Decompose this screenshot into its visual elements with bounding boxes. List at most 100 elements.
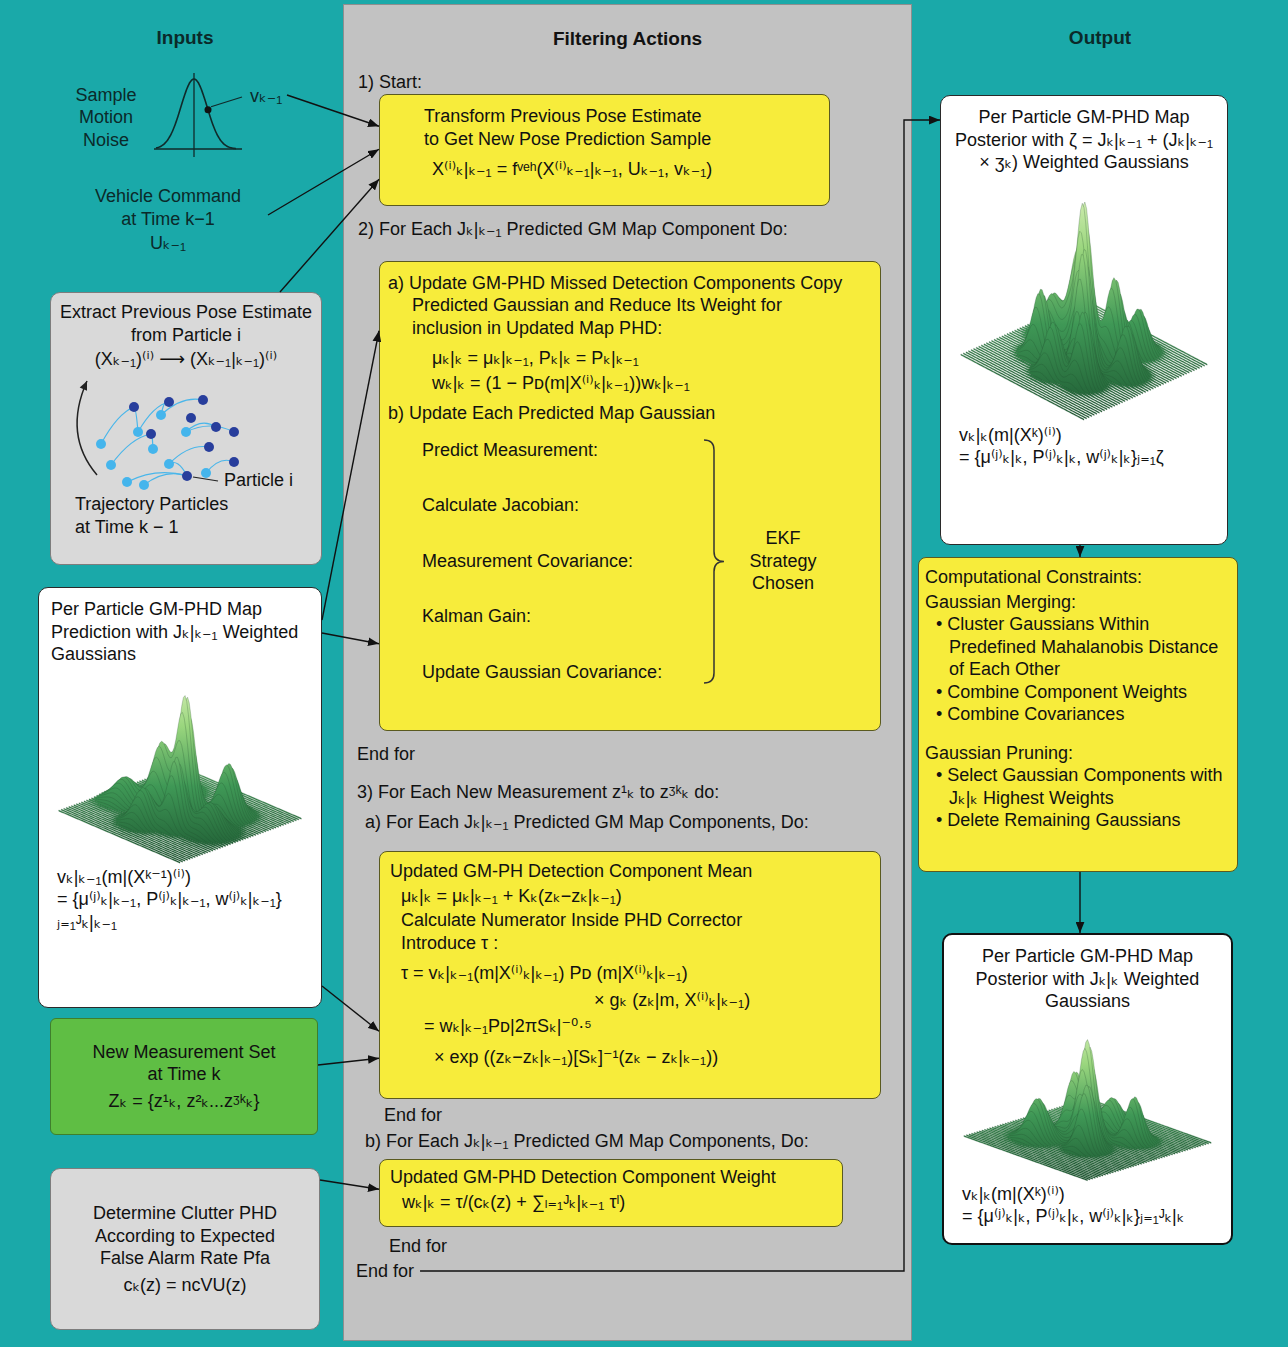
surface-strip xyxy=(976,347,1099,413)
sub-heading: Gaussian Merging: xyxy=(925,591,1231,614)
formula: wₖ|ₖ = (1 − Pᴅ(m|X⁽ⁱ⁾ₖ|ₖ₋₁))wₖ|ₖ₋₁ xyxy=(432,372,868,395)
sub-heading: Gaussian Pruning: xyxy=(925,742,1231,765)
connector-arrow xyxy=(322,986,379,1031)
formula: vₖ|ₖ(m|(Xᵏ)⁽ⁱ⁾) xyxy=(962,1183,1219,1206)
surface-strip xyxy=(984,1129,1108,1174)
loop-end: End for xyxy=(384,1104,442,1127)
step-item: Update Gaussian Covariance: xyxy=(422,661,702,684)
step-item: Calculate Jacobian: xyxy=(422,494,702,517)
particle-dot xyxy=(139,480,149,490)
surface-strip xyxy=(71,805,192,858)
arrow-head xyxy=(80,381,87,391)
trajectory-link xyxy=(111,434,151,465)
particle-dot xyxy=(204,442,214,452)
map-plot xyxy=(51,666,309,866)
brace-symbol xyxy=(702,439,726,684)
surface-strip xyxy=(966,351,1089,417)
bullet-item: • Cluster Gaussians Within Predefined Ma… xyxy=(925,613,1231,681)
output-box: Per Particle GM-PHD Map Posterior with ζ… xyxy=(940,95,1228,545)
formula: × exp ((zₖ−zₖ|ₖ₋₁)[Sₖ]⁻¹(zₖ − zₖ|ₖ₋₁)) xyxy=(434,1046,870,1069)
particle-dot xyxy=(133,427,143,437)
formula: X⁽ⁱ⁾ₖ|ₖ₋₁ = fᵛᵉʰ(X⁽ⁱ⁾ₖ₋₁|ₖ₋₁, Uₖ₋₁, vₖ₋₁… xyxy=(432,158,817,181)
formula: = {μ⁽ʲ⁾ₖ|ₖ, P⁽ʲ⁾ₖ|ₖ, w⁽ʲ⁾ₖ|ₖ}ⱼ₌₁ᴶₖ|ₖ xyxy=(962,1205,1219,1228)
formula: cₖ(z) = ncVU(z) xyxy=(123,1274,246,1297)
box-title: Determine Clutter PHD According to Expec… xyxy=(83,1202,288,1270)
label-anchor: Output xyxy=(1000,26,1200,50)
gaussian-map-plot xyxy=(51,666,309,866)
symbol-label: Uₖ₋₁ xyxy=(150,232,186,255)
symbol-label: vₖ₋₁ xyxy=(250,85,282,108)
formula: Zₖ = {z¹ₖ, z²ₖ...zᶾᵏₖ} xyxy=(109,1090,260,1113)
noise-distribution xyxy=(150,65,246,165)
label-anchor: Inputs xyxy=(85,26,285,50)
ekf-steps: Predict Measurement:Calculate Jacobian:M… xyxy=(422,439,702,684)
bullet-item: • Delete Remaining Gaussians xyxy=(925,809,1231,832)
sample-dot xyxy=(205,106,212,113)
particle-dot xyxy=(182,471,192,481)
step-text: b) Update Each Predicted Map Gaussian xyxy=(388,402,868,425)
trajectory-link xyxy=(101,407,134,444)
constraint-box: Computational Constraints:Gaussian Mergi… xyxy=(918,557,1238,872)
box-title: Updated GM-PH Detection Component Mean xyxy=(390,860,870,883)
connector-arrow xyxy=(318,1058,379,1065)
leader-line xyxy=(211,97,242,107)
input-label: Vehicle Command at Time k−1 xyxy=(91,185,246,230)
surface-strip xyxy=(969,1133,1093,1178)
surface-strip xyxy=(964,1135,1088,1180)
loop-end: End for xyxy=(389,1235,447,1258)
bullet-item: • Combine Component Weights xyxy=(925,681,1231,704)
formula: μₖ|ₖ = μₖ|ₖ₋₁, Pₖ|ₖ = Pₖ|ₖ₋₁ xyxy=(432,347,868,370)
connector-arrow xyxy=(268,149,379,215)
brace xyxy=(702,439,726,684)
box-title: Extract Previous Pose Estimate from Part… xyxy=(57,301,315,346)
input-box: Determine Clutter PHD According to Expec… xyxy=(50,1168,320,1330)
surface-strip xyxy=(69,806,190,859)
step-heading: b) For Each Jₖ|ₖ₋₁ Predicted GM Map Comp… xyxy=(365,1130,809,1153)
formula: = wₖ|ₖ₋₁Pᴅ|2πSₖ|⁻⁰·⁵ xyxy=(424,1015,870,1038)
step-item: Predict Measurement: xyxy=(422,439,702,462)
box-title: Computational Constraints: xyxy=(925,566,1231,589)
step-heading: 1) Start: xyxy=(358,71,422,94)
process-panel: Filtering Actions1) Start:2) For Each Jₖ… xyxy=(343,4,912,1341)
strategy-label: EKF Strategy Chosen xyxy=(738,527,828,595)
particle-dot xyxy=(164,397,174,407)
formula: τ = vₖ|ₖ₋₁(m|X⁽ⁱ⁾ₖ|ₖ₋₁) Pᴅ (m|X⁽ⁱ⁾ₖ|ₖ₋₁) xyxy=(401,962,870,985)
surface-strip xyxy=(61,809,182,862)
box-title: Transform Previous Pose Estimate to Get … xyxy=(424,105,719,150)
callout-label: Particle i xyxy=(57,469,315,492)
axis-line xyxy=(154,148,242,149)
particle-dot xyxy=(146,429,156,439)
input-item: Vehicle Command at Time k−1Uₖ₋₁ xyxy=(68,185,268,255)
particle-dot xyxy=(164,459,174,469)
trajectory-link xyxy=(186,426,234,432)
connector-arrow xyxy=(322,331,379,620)
step-text: Calculate Numerator Inside PHD Corrector… xyxy=(401,909,781,954)
surface-strip xyxy=(969,350,1092,416)
brace-path xyxy=(704,440,724,683)
loop-end: End for xyxy=(357,743,415,766)
input-label: Sample Motion Noise xyxy=(62,84,150,152)
surface-strip xyxy=(974,1132,1098,1177)
box-title: New Measurement Set at Time k xyxy=(89,1041,279,1086)
input-box: Extract Previous Pose Estimate from Part… xyxy=(50,292,322,565)
surface-strip xyxy=(974,348,1097,414)
particle-dot xyxy=(148,444,158,454)
ekf-group: Predict Measurement:Calculate Jacobian:M… xyxy=(388,439,868,684)
surface-strip xyxy=(961,354,1084,420)
surface-strip xyxy=(64,808,185,861)
trajectory-link xyxy=(138,402,169,432)
step-item: Kalman Gain: xyxy=(422,605,702,628)
map-plot xyxy=(953,174,1215,424)
formula: (Xₖ₋₁)⁽ⁱ⁾ ⟶ (Xₖ₋₁|ₖ₋₁)⁽ⁱ⁾ xyxy=(57,348,315,371)
surface-strip xyxy=(982,1129,1106,1174)
particle-dot xyxy=(122,477,132,487)
step-heading: 2) For Each Jₖ|ₖ₋₁ Predicted GM Map Comp… xyxy=(358,218,788,241)
leader-line xyxy=(193,477,218,481)
column-heading: Inputs xyxy=(85,26,285,50)
formula: = {μ⁽ʲ⁾ₖ|ₖ₋₁, P⁽ʲ⁾ₖ|ₖ₋₁, w⁽ʲ⁾ₖ|ₖ₋₁}ⱼ₌₁ᴶₖ… xyxy=(57,888,309,933)
input-item: Sample Motion Noise vₖ₋₁ xyxy=(62,65,287,170)
particle-dot xyxy=(201,468,211,478)
formula: vₖ|ₖ(m|(Xᵏ)⁽ⁱ⁾) xyxy=(959,424,1215,447)
loop-end: End for xyxy=(356,1260,414,1283)
gaussian-map-plot xyxy=(953,174,1215,424)
